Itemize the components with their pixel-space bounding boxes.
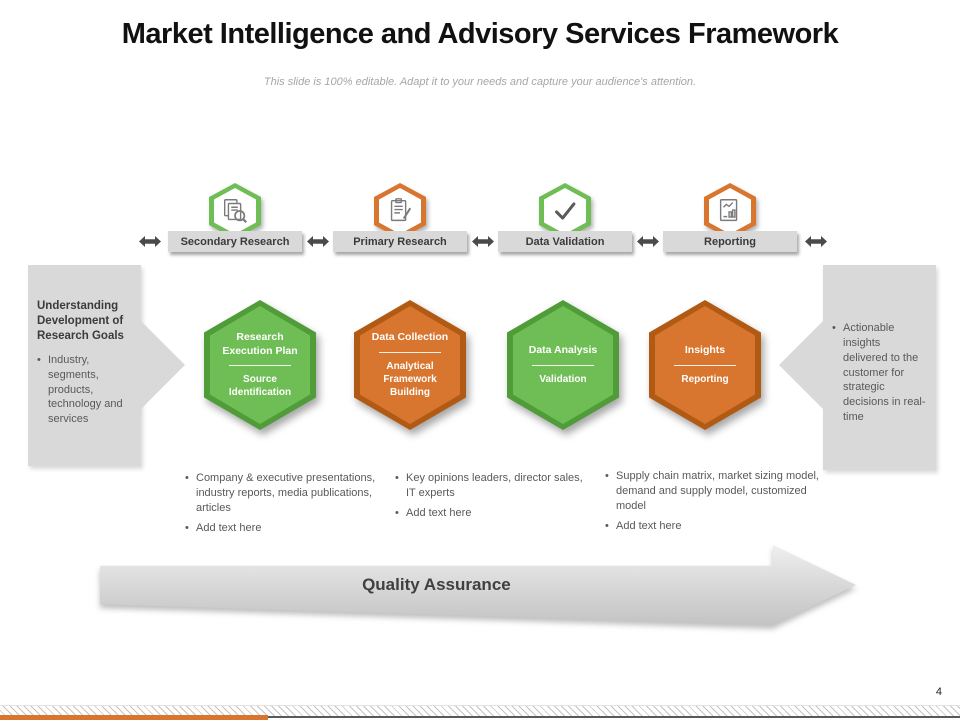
stage-divider <box>532 364 594 366</box>
right-panel-arrow <box>779 321 823 409</box>
note-bullet: Add text here <box>605 519 820 534</box>
double-arrow-icon <box>472 235 494 248</box>
double-arrow-icon <box>307 235 329 248</box>
stage-subtitle: Source Identification <box>228 374 292 399</box>
stage-subtitle: Reporting <box>681 373 729 385</box>
stage-notes-analysis: Supply chain matrix, market sizing model… <box>605 469 820 538</box>
right-panel: Actionable insights delivered to the cus… <box>823 265 936 470</box>
stage-hex-data-collection: Data Collection Analytical Framework Bui… <box>354 300 466 430</box>
double-arrow-icon <box>139 235 161 248</box>
left-panel-arrow <box>141 321 185 409</box>
step-label-data-validation: Data Validation <box>498 231 632 252</box>
note-bullet: Add text here <box>185 521 381 536</box>
report-chart-icon <box>719 199 738 222</box>
step-label-reporting: Reporting <box>663 231 797 252</box>
stage-hex-research-execution-plan: Research Execution Plan Source Identific… <box>204 300 316 430</box>
quality-assurance-arrow: Quality Assurance <box>100 545 856 625</box>
footer-dark-line <box>268 716 960 718</box>
double-arrow-icon <box>805 235 827 248</box>
stage-notes-secondary: Company & executive presentations, indus… <box>185 471 381 540</box>
left-panel-heading: Understanding Development of Research Go… <box>37 300 124 342</box>
stage-hex-insights: Insights Reporting <box>649 300 761 430</box>
note-bullet: Supply chain matrix, market sizing model… <box>605 469 820 514</box>
clipboard-pencil-icon <box>390 198 412 222</box>
double-arrow-icon <box>637 235 659 248</box>
hex-face <box>709 188 751 234</box>
reporting-hex <box>704 183 756 239</box>
stage-divider <box>674 364 736 366</box>
step-label-secondary-research: Secondary Research <box>168 231 302 252</box>
left-panel: Understanding Development of Research Go… <box>28 265 141 466</box>
note-bullet: Key opinions leaders, director sales, IT… <box>395 471 585 501</box>
stage-subtitle: Analytical Framework Building <box>383 360 437 398</box>
footer-hatch-strip <box>0 705 960 718</box>
hex-face <box>214 188 256 234</box>
stage-title: Insights <box>684 344 726 357</box>
page-title: Market Intelligence and Advisory Service… <box>121 18 839 50</box>
documents-search-icon <box>223 199 248 224</box>
quality-assurance-label: Quality Assurance <box>362 575 511 594</box>
hex-face <box>544 188 586 234</box>
primary-research-hex <box>374 183 426 239</box>
hex-face <box>379 188 421 234</box>
stage-title: Research Execution Plan <box>222 330 298 357</box>
secondary-research-hex <box>209 183 261 239</box>
stage-title: Data Collection <box>371 331 449 344</box>
stage-title: Data Analysis <box>528 344 598 357</box>
footer-orange-bar <box>0 715 268 720</box>
checkmark-icon <box>555 202 576 220</box>
stage-subtitle: Validation <box>539 373 587 385</box>
page-number: 4 <box>935 686 942 698</box>
data-validation-hex <box>539 183 591 239</box>
hex-face: Insights Reporting <box>655 306 755 424</box>
slide-subtitle: This slide is 100% editable. Adapt it to… <box>263 76 697 88</box>
stage-hex-data-analysis: Data Analysis Validation <box>507 300 619 430</box>
right-panel-bullet: Actionable insights delivered to the cus… <box>832 321 927 425</box>
stage-notes-primary: Key opinions leaders, director sales, IT… <box>395 471 585 526</box>
stage-divider <box>229 365 291 367</box>
left-panel-bullet: Industry, segments, products, technology… <box>37 353 132 427</box>
stage-divider <box>379 351 441 353</box>
step-label-primary-research: Primary Research <box>333 231 467 252</box>
note-bullet: Company & executive presentations, indus… <box>185 471 381 516</box>
hex-face: Data Analysis Validation <box>513 306 613 424</box>
note-bullet: Add text here <box>395 506 585 521</box>
